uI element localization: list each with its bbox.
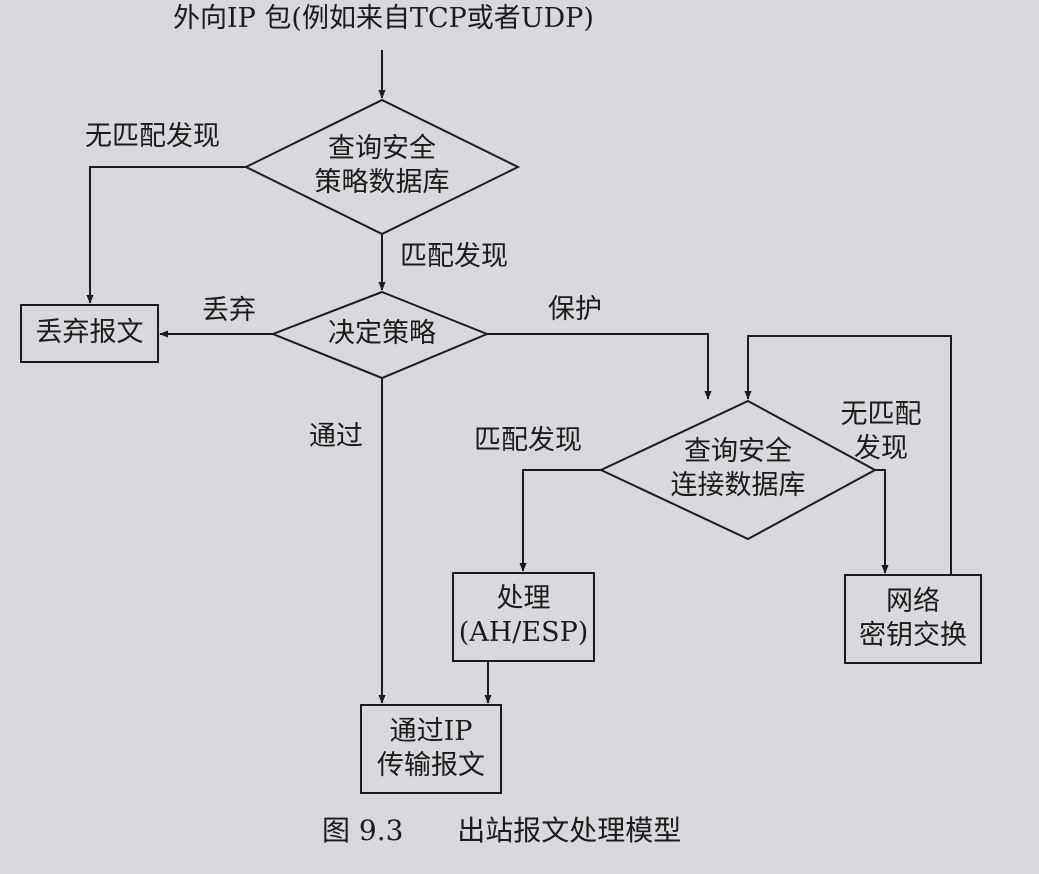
process-box <box>452 572 595 662</box>
edge-protect <box>487 333 712 400</box>
process-line2: (AH/ESP) <box>458 617 589 648</box>
transmit-box <box>360 704 502 794</box>
sad-no-match-line1: 无匹配 <box>840 399 922 430</box>
discard-edge-label: 丢弃 <box>202 295 256 326</box>
key-exchange-line1: 网络 <box>886 586 940 617</box>
transmit-line2: 传输报文 <box>377 750 485 781</box>
process-label: 处理 (AH/ESP) <box>453 582 594 650</box>
transmit-label: 通过IP 传输报文 <box>361 715 501 783</box>
query-sad-label: 查询安全 连接数据库 <box>648 435 828 503</box>
edge-spd-no-match <box>86 166 246 304</box>
spd-no-match-label: 无匹配发现 <box>85 121 220 152</box>
edge-key-exchange-loop <box>744 335 952 575</box>
transmit-line1: 通过IP <box>389 716 473 747</box>
process-line1: 处理 <box>496 583 551 614</box>
bypass-edge-label: 通过 <box>309 421 363 452</box>
query-spd-line1: 查询安全 <box>328 133 436 164</box>
spd-match-label: 匹配发现 <box>400 241 508 272</box>
figure-number: 图 9.3 <box>322 814 404 847</box>
query-sad-line2: 连接数据库 <box>670 470 806 501</box>
sad-no-match-label: 无匹配 发现 <box>826 398 936 466</box>
start-label: 外向IP 包(例如来自TCP或者UDP) <box>173 3 594 34</box>
query-spd-label: 查询安全 策略数据库 <box>302 132 462 200</box>
sad-no-match-line2: 发现 <box>854 433 908 464</box>
decide-policy-label: 决定策略 <box>328 318 436 349</box>
discard-packet-label: 丢弃报文 <box>35 317 144 348</box>
discard-packet-box <box>20 304 159 363</box>
sad-match-label: 匹配发现 <box>474 425 582 456</box>
figure-caption: 图 9.3 出站报文处理模型 <box>322 814 681 848</box>
protect-edge-label: 保护 <box>548 294 602 325</box>
key-exchange-line2: 密钥交换 <box>859 620 967 651</box>
key-exchange-label: 网络 密钥交换 <box>845 585 981 653</box>
query-spd-line2: 策略数据库 <box>314 167 450 198</box>
key-exchange-box <box>844 574 982 664</box>
query-sad-diamond <box>598 399 878 541</box>
query-sad-line1: 查询安全 <box>684 436 792 467</box>
edge-sad-match <box>519 469 601 572</box>
edge-sad-no-match <box>875 469 889 574</box>
figure-title: 出站报文处理模型 <box>457 814 682 847</box>
